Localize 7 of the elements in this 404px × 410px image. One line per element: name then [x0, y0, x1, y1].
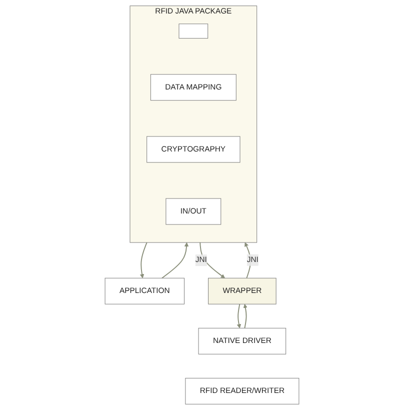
arrow [200, 242, 226, 278]
arrow [236, 304, 242, 328]
arrow [243, 304, 248, 329]
node-box [178, 24, 208, 39]
arrow [140, 242, 148, 278]
arrow [162, 242, 189, 279]
arrow [244, 242, 252, 279]
